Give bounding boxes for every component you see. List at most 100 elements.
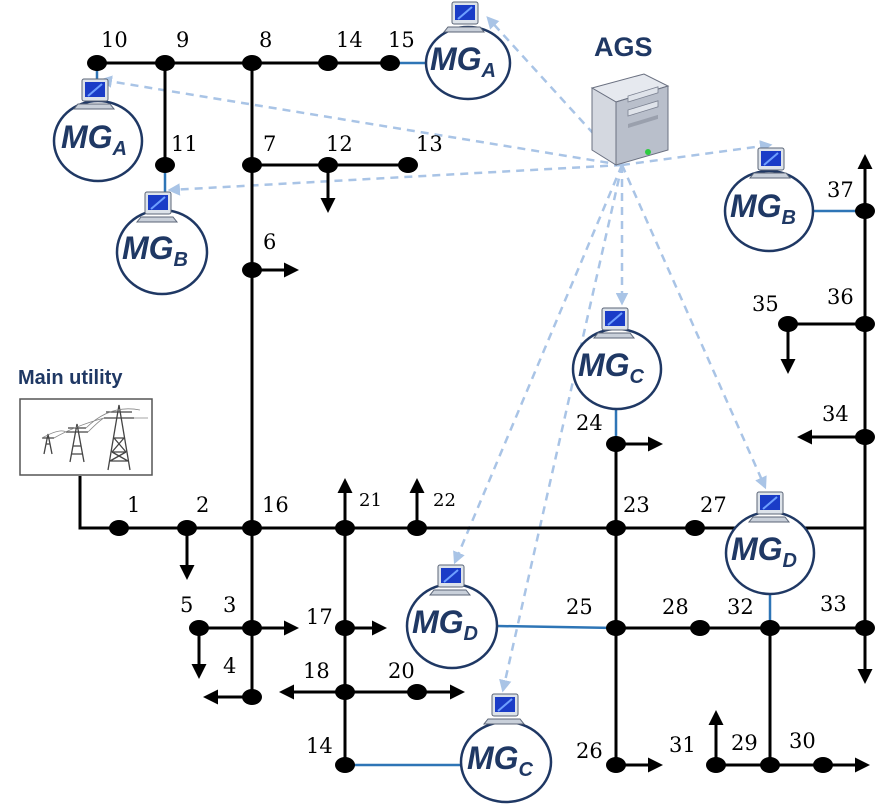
svg-text:MGB: MGB [730, 188, 796, 229]
svg-text:MGC: MGC [467, 740, 534, 781]
bus-label: 6 [263, 230, 276, 254]
feeder-lines [78, 61, 867, 767]
bus-node-17 [335, 620, 355, 636]
transmission-tower-icon [41, 404, 148, 471]
bus-label: 14 [336, 28, 363, 52]
bus-node-16 [242, 520, 262, 536]
bus-label: 28 [662, 595, 689, 619]
bus-node-10 [87, 55, 107, 71]
computer-icon [428, 564, 472, 596]
bus-node-9 [155, 55, 175, 71]
bus-label: 30 [789, 729, 816, 753]
bus-labels: 1 2 3 4 5 6 7 8 9 10 11 12 13 14 15 16 1… [101, 28, 854, 763]
microgrid-mg-c-mid: MGC [571, 307, 663, 411]
bus-label: 16 [262, 493, 289, 517]
bus-label: 27 [700, 493, 727, 517]
bus-node-1 [109, 520, 129, 536]
computer-icon [592, 307, 636, 339]
bus-label: 15 [388, 28, 415, 52]
bus-label: 9 [176, 28, 189, 52]
communication-links [99, 16, 773, 693]
computer-icon [442, 1, 486, 33]
bus-label: 35 [752, 292, 779, 316]
ags-group: AGS [590, 32, 670, 166]
svg-text:MGC: MGC [578, 347, 645, 388]
computer-icon [72, 78, 116, 110]
bus-node-24 [606, 436, 626, 452]
bus-node-27 [685, 520, 705, 536]
server-icon [590, 73, 670, 166]
bus-label: 34 [822, 402, 849, 426]
bus-node-31 [706, 757, 726, 773]
bus-label: 21 [359, 490, 382, 511]
bus-label: 11 [171, 132, 198, 156]
bus-label: 26 [576, 739, 603, 763]
bus-node-7 [242, 157, 262, 173]
bus-label: 33 [820, 592, 847, 616]
microgrid-mg-b-left: MGB [115, 191, 209, 296]
bus-node-15 [380, 55, 400, 71]
microgrid-mg-a-left: MGA [52, 78, 144, 183]
bus-node-3 [242, 620, 262, 636]
bus-node-5 [189, 620, 209, 636]
bus-node-25 [606, 620, 626, 636]
bus-label: 12 [326, 132, 353, 156]
bus-label: 13 [416, 132, 443, 156]
microgrid-mg-c-bottom: MGC [459, 693, 553, 804]
bus-label: 20 [388, 659, 415, 683]
svg-text:MGD: MGD [731, 531, 797, 572]
bus-node-4 [242, 689, 262, 705]
bus-label: 17 [306, 605, 333, 629]
bus-label: 22 [433, 490, 456, 511]
bus-label: 25 [566, 595, 593, 619]
bus-node-11 [155, 157, 175, 173]
bus-nodes [87, 55, 875, 773]
bus-node-28 [690, 620, 710, 636]
bus-node-12 [318, 157, 338, 173]
bus-node-20 [407, 684, 427, 700]
comm-link-mg-c-bottom [499, 164, 624, 693]
computer-icon [135, 191, 179, 223]
microgrid-mg-b-right: MGB [723, 147, 815, 253]
microgrid-mg-a-top: MGA [424, 1, 512, 101]
bus-label: 14 [306, 734, 333, 758]
bus-node-29 [760, 757, 780, 773]
bus-node-26 [606, 757, 626, 773]
comm-link-mg-a-left [99, 75, 623, 167]
comm-link-mg-b-right [621, 140, 773, 167]
bus-node-18 [335, 684, 355, 700]
comm-link-mg-d-right [620, 164, 767, 490]
svg-text:MGA: MGA [430, 41, 496, 82]
bus-node-30 [813, 757, 833, 773]
bus-node-36 [855, 316, 875, 332]
bus-label: 1 [127, 493, 140, 517]
main-utility-box [19, 398, 153, 476]
computer-icon [747, 491, 791, 523]
bus-label: 23 [623, 493, 650, 517]
main-utility-label: Main utility [18, 367, 123, 389]
svg-text:MGA: MGA [61, 119, 127, 160]
bus-label: 24 [576, 411, 603, 435]
computer-icon [748, 147, 792, 179]
microgrid-mg-d-right: MGD [724, 491, 816, 596]
svg-text:MGB: MGB [122, 230, 188, 271]
bus-node-8 [242, 55, 262, 71]
bus-node-33 [855, 620, 875, 636]
bus-node-22 [407, 520, 427, 536]
comm-link-mg-b-left [167, 163, 623, 196]
ags-title: AGS [594, 32, 653, 62]
bus-label: 7 [263, 132, 276, 156]
bus-label: 10 [101, 28, 128, 52]
bus-node-6 [242, 262, 262, 278]
bus-label: 18 [303, 659, 330, 683]
svg-text:MGD: MGD [412, 604, 478, 645]
main-utility: Main utility [18, 367, 153, 476]
bus-label: 36 [827, 285, 854, 309]
bus-node-32 [760, 620, 780, 636]
computer-icon [482, 693, 526, 725]
bus-node-21 [335, 520, 355, 536]
bus-node-35 [778, 316, 798, 332]
bus-node-14-top [318, 55, 338, 71]
bus-label: 3 [223, 593, 236, 617]
